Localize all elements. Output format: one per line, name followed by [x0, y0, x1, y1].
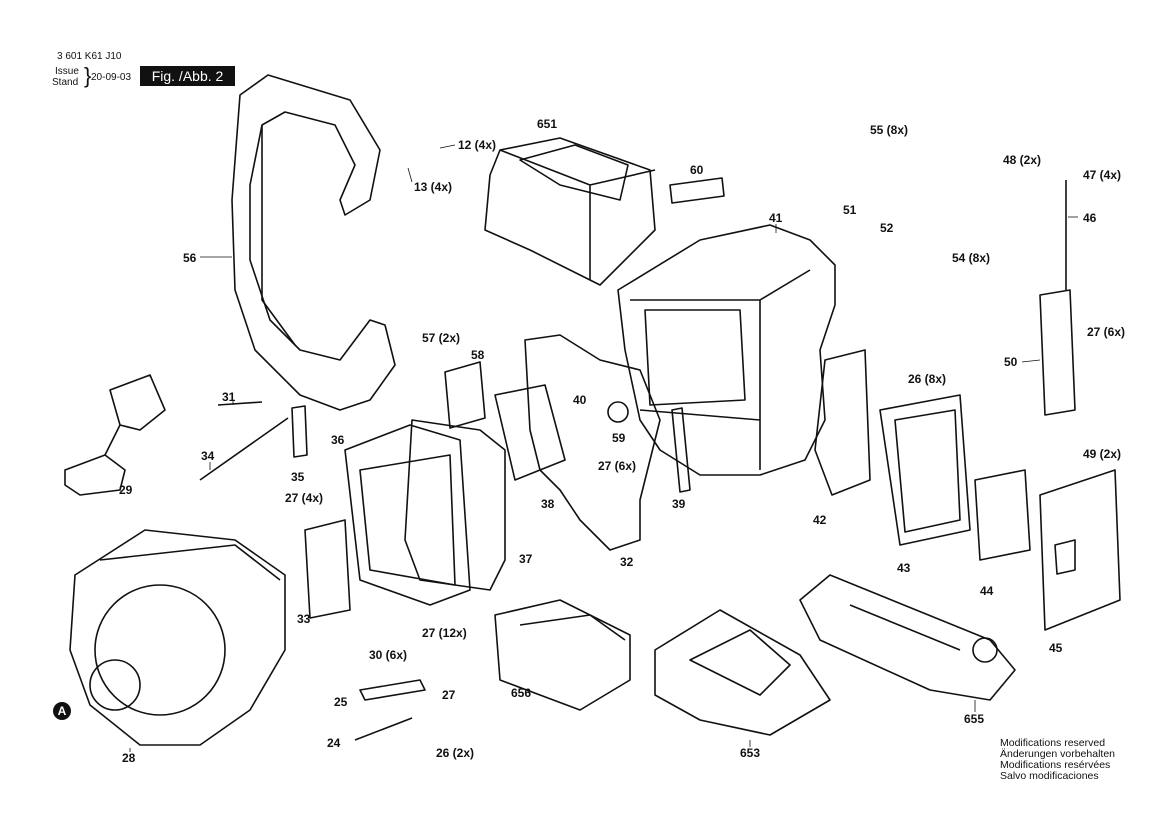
stand-label: Stand: [52, 77, 79, 88]
leader-12: [439, 144, 456, 149]
part-50-hinge: [1039, 289, 1076, 416]
note-en: Modifications reserved: [1000, 737, 1106, 749]
part-32-seal: [524, 334, 661, 551]
part-43-cover: [879, 394, 971, 546]
label-56: 56: [183, 251, 197, 265]
label-26-8x: 26 (8x): [908, 372, 947, 386]
label-45: 45: [1049, 641, 1063, 655]
label-653: 653: [740, 746, 761, 760]
label-46: 46: [1083, 211, 1097, 225]
label-33: 33: [297, 612, 311, 626]
label-43: 43: [897, 561, 911, 575]
part-60-label: [669, 177, 725, 204]
label-38: 38: [541, 497, 555, 511]
issue-date: 20-09-03: [91, 72, 132, 83]
part-655-holder: [799, 574, 1016, 701]
brace-icon: }: [84, 63, 92, 88]
part-31-rod: [217, 401, 263, 406]
label-54: 54 (8x): [952, 251, 991, 265]
part-28-drive: [69, 529, 286, 746]
label-29: 29: [119, 483, 133, 497]
label-35: 35: [291, 470, 305, 484]
label-656: 656: [511, 686, 532, 700]
label-32: 32: [620, 555, 634, 569]
label-12: 12 (4x): [458, 138, 497, 152]
label-25: 25: [334, 695, 348, 709]
label-27: 27: [442, 688, 456, 702]
part-35-key: [291, 405, 308, 458]
issue-label: Issue: [55, 66, 79, 77]
part-653-charger: [654, 609, 831, 736]
label-51: 51: [843, 203, 857, 217]
part-25-lever: [359, 679, 426, 701]
part-37-gasket: [404, 419, 506, 591]
part-34-rod: [199, 417, 289, 481]
label-41: 41: [769, 211, 783, 225]
label-48: 48 (2x): [1003, 153, 1042, 167]
label-34: 34: [201, 449, 215, 463]
label-50: 50: [1004, 355, 1018, 369]
label-26-2x: 26 (2x): [436, 746, 475, 760]
part-41-housing: [617, 224, 836, 476]
label-27-6x-a: 27 (6x): [1087, 325, 1126, 339]
label-651: 651: [537, 117, 558, 131]
note-fr: Modifications resérvées: [1000, 759, 1111, 771]
label-58: 58: [471, 348, 485, 362]
leader-50: [1021, 359, 1041, 363]
note-de: Änderungen vorbehalten: [1000, 748, 1116, 760]
label-28: 28: [122, 751, 136, 765]
doc-number: 3 601 K61 J10: [57, 51, 122, 62]
leader-13: [407, 167, 413, 183]
label-49: 49 (2x): [1083, 447, 1122, 461]
label-24: 24: [327, 736, 341, 750]
label-60: 60: [690, 163, 704, 177]
part-24-pin: [354, 717, 413, 741]
part-42-gasket: [814, 349, 871, 496]
part-58-bracket: [444, 361, 486, 429]
label-39: 39: [672, 497, 686, 511]
part-39-strip: [671, 407, 691, 493]
label-31: 31: [222, 390, 236, 404]
label-44: 44: [980, 584, 994, 598]
part-44-plate: [974, 469, 1031, 561]
label-13: 13 (4x): [414, 180, 453, 194]
label-42: 42: [813, 513, 827, 527]
label-59: 59: [612, 431, 626, 445]
label-57: 57 (2x): [422, 331, 461, 345]
part-656-battery: [494, 599, 631, 711]
part-36-frame: [344, 424, 471, 606]
label-27-4x: 27 (4x): [285, 491, 324, 505]
part-651-battery: [484, 137, 656, 286]
label-37: 37: [519, 552, 533, 566]
label-27-6x-b: 27 (6x): [598, 459, 637, 473]
label-30: 30 (6x): [369, 648, 408, 662]
part-56-handle: [231, 74, 396, 411]
part-45-lid: [1039, 469, 1121, 631]
marker-a: A: [53, 702, 71, 720]
part-59-plug: [607, 401, 629, 423]
label-47: 47 (4x): [1083, 168, 1122, 182]
part-33-board: [304, 519, 351, 619]
label-52: 52: [880, 221, 894, 235]
label-55: 55 (8x): [870, 123, 909, 137]
note-es: Salvo modificaciones: [1000, 770, 1099, 782]
label-36: 36: [331, 433, 345, 447]
figure-title: Fig. /Abb. 2: [140, 66, 235, 86]
label-27-12x: 27 (12x): [422, 626, 467, 640]
label-40: 40: [573, 393, 587, 407]
part-38-block: [494, 384, 566, 481]
label-655: 655: [964, 712, 985, 726]
